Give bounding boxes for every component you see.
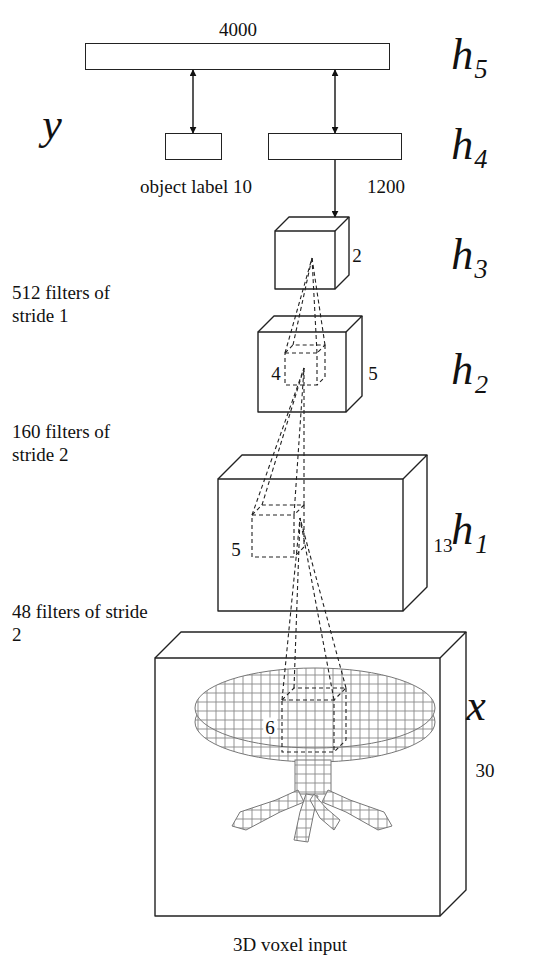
unit-count: 4000 — [219, 20, 257, 39]
size-number: 5 — [368, 364, 378, 383]
layer-note: 160 filters of stride 2 — [12, 421, 152, 467]
connector — [252, 368, 304, 515]
connector — [335, 160, 336, 217]
size-number: 4 — [271, 364, 281, 383]
connector — [285, 258, 325, 353]
layer-symbol: x — [466, 684, 486, 728]
unit-count: object label 10 — [140, 177, 252, 196]
layer-note: 3D voxel input — [233, 934, 347, 957]
size-number: 2 — [352, 246, 362, 265]
cube-outline — [154, 631, 467, 917]
layer-note: 48 filters of stride 2 — [12, 601, 152, 647]
feature-cube: 513 — [218, 455, 427, 611]
layer-symbol: h₁ — [451, 508, 488, 552]
layer-symbol: h₃ — [451, 233, 488, 277]
feature-cube: 45 — [258, 316, 362, 412]
connector — [335, 70, 336, 133]
feature-cube: 2 — [275, 217, 349, 289]
layer-symbol: h₂ — [451, 348, 488, 392]
cube-outline — [217, 454, 428, 612]
cube-outline — [274, 216, 350, 290]
size-number: 6 — [263, 718, 277, 737]
unit-count: 1200 — [367, 177, 405, 196]
layer-symbol: h₄ — [451, 123, 488, 167]
layer-symbol: y — [42, 103, 62, 147]
feature-cube: 630 — [155, 632, 466, 916]
size-number: 5 — [231, 540, 241, 559]
layer-note: 512 filters of stride 1 — [12, 282, 152, 328]
layer-symbol: h₅ — [451, 33, 488, 77]
layer-box: 4000 — [85, 43, 390, 70]
size-number: 30 — [476, 761, 495, 780]
size-number: 13 — [434, 536, 453, 555]
connector — [193, 70, 194, 133]
connector — [282, 518, 346, 700]
layer-box: object label 10 — [165, 133, 222, 160]
layer-box: 1200 — [268, 133, 402, 160]
